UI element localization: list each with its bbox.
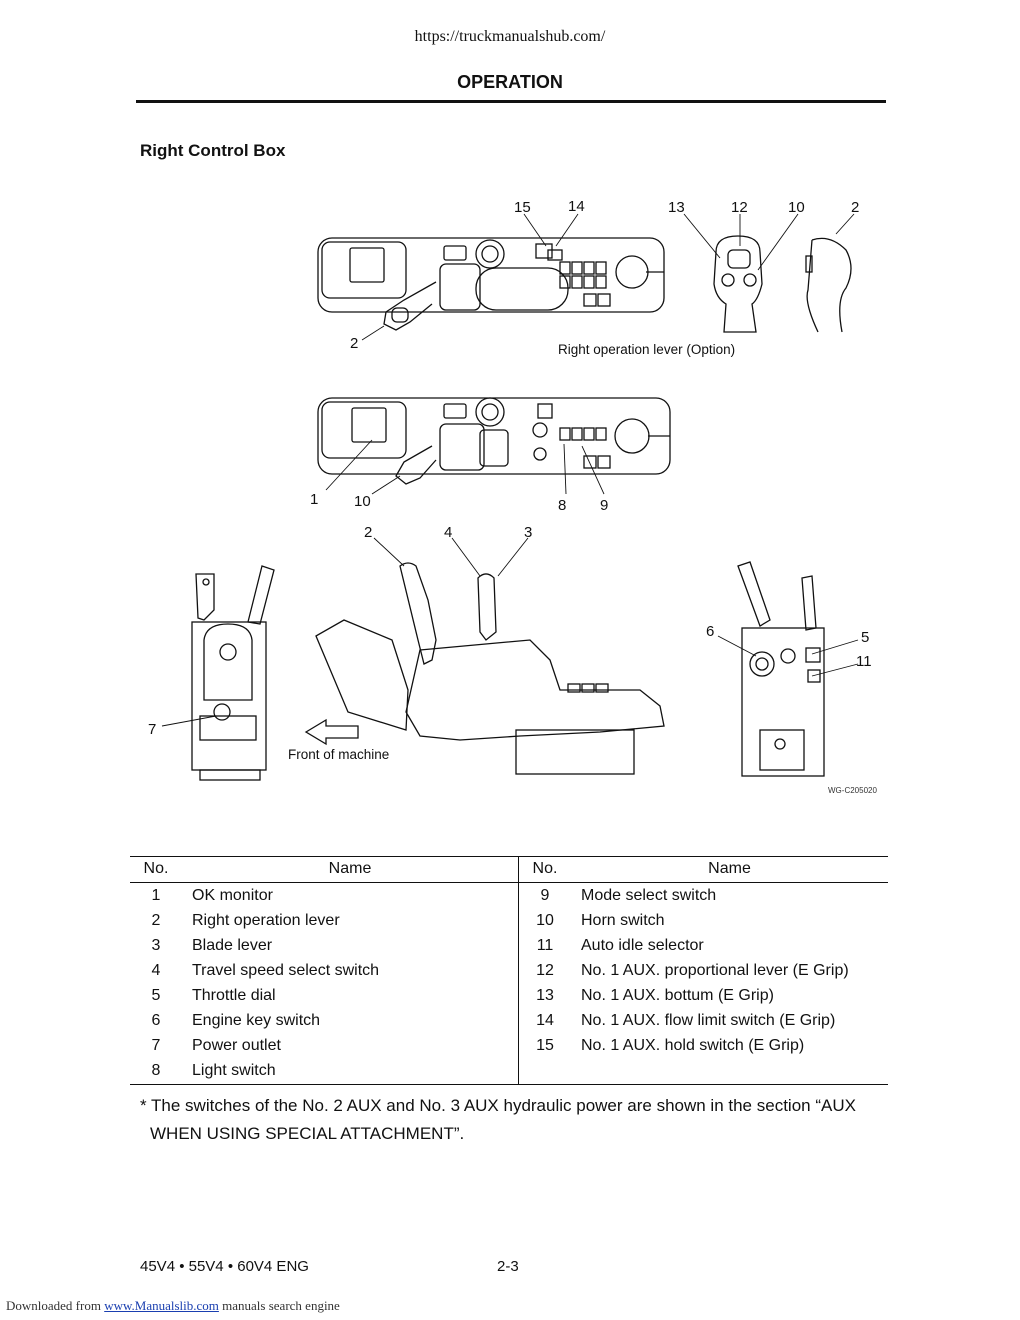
table-cell: Right operation lever [192,911,340,929]
table-cell: No. 1 AUX. bottum (E Grip) [581,986,774,1004]
table-cell: 9 [518,882,571,908]
table-cell: Light switch [182,1058,519,1085]
table-row: 1 OK monitor 9 Mode select switch [130,882,888,908]
table-cell: 4 [151,961,161,979]
callout-9: 9 [600,497,608,514]
footer-page-number: 2-3 [497,1258,519,1275]
header-no: No. [518,856,571,883]
table-row: 7 Power outlet 15 No. 1 AUX. hold switch (E… [130,1033,888,1058]
table-cell: No. 1 AUX. proportional lever (E Grip) [581,961,849,979]
table-cell [571,1058,888,1085]
callout-10: 10 [354,493,371,510]
callout-12: 12 [731,199,748,216]
option-lever-views [713,235,852,333]
header-no: No. [130,856,182,883]
callout-11: 11 [856,653,872,670]
table-cell: 3 [151,936,161,954]
figure-code: WG-C205020 [828,786,877,795]
control-box-center-side-view [315,562,665,775]
manualslib-link[interactable]: www.Manualslib.com [104,1298,219,1313]
table-cell: 10 [518,908,571,933]
download-suffix: manuals search engine [222,1298,340,1313]
table-cell: 14 [518,1008,571,1033]
table-cell: Mode select switch [581,886,717,904]
parts-table: No. Name No. Name 1 OK monitor 9 Mode selec… [130,856,888,1085]
callout-13: 13 [668,199,685,216]
page-subtitle: Right Control Box [140,141,286,160]
table-cell: Travel speed select switch [192,961,380,979]
control-box-left-side-view [191,565,275,781]
table-cell [518,1058,571,1085]
control-box-figure: 15 14 13 12 10 2 2 1 10 8 9 2 4 3 6 5 11… [148,198,877,795]
table-cell: 8 [130,1058,182,1085]
table-cell: Power outlet [192,1036,281,1054]
callout-8: 8 [558,497,566,514]
callout-5: 5 [861,629,869,646]
callout-7: 7 [148,721,156,738]
table-cell: 11 [518,933,571,958]
table-cell: Blade lever [192,936,273,954]
footnote-line-2: WHEN USING SPECIAL ATTACHMENT”. [150,1124,465,1143]
header-name: Name [182,856,519,883]
table-cell: 15 [518,1033,571,1058]
callout-10: 10 [788,199,805,216]
callout-2: 2 [364,524,372,541]
callout-3: 3 [524,524,532,541]
table-cell: 5 [151,986,161,1004]
table-cell: 6 [151,1011,161,1029]
footnote-line-1: * The switches of the No. 2 AUX and No. … [140,1096,856,1115]
footnote: * The switches of the No. 2 AUX and No. … [140,1092,880,1148]
control-box-right-side-view [737,561,825,777]
download-prefix: Downloaded from [6,1298,101,1313]
header-rule [136,100,886,103]
control-box-top-view-upper [317,237,665,331]
table-row: 3 Blade lever 11 Auto idle selector [130,933,888,958]
table-cell: No. 1 AUX. hold switch (E Grip) [581,1036,805,1054]
table-row: 4 Travel speed select switch 12 No. 1 AUX. … [130,958,888,983]
section-title: OPERATION [457,72,563,92]
callout-15: 15 [514,199,531,216]
table-cell: 12 [518,958,571,983]
table-cell: Horn switch [581,911,665,929]
table-cell: Engine key switch [192,1011,321,1029]
front-arrow-icon [304,718,359,746]
download-note: Downloaded from www.Manualslib.com manua… [6,1298,340,1314]
table-row: 2 Right operation lever 10 Horn switch [130,908,888,933]
footer-model: 45V4 • 55V4 • 60V4 ENG [140,1258,309,1275]
table-cell: 13 [518,983,571,1008]
callout-4: 4 [444,524,452,541]
callout-2: 2 [851,199,859,216]
table-cell: Throttle dial [192,986,276,1004]
table-cell: No. 1 AUX. flow limit switch (E Grip) [581,1011,836,1029]
header-name: Name [571,856,888,883]
table-cell: Auto idle selector [581,936,704,954]
table-cell: 1 [151,886,161,904]
table-row: 5 Throttle dial 13 No. 1 AUX. bottum (E Gri… [130,983,888,1008]
callout-1: 1 [310,491,318,508]
option-caption: Right operation lever (Option) [558,342,735,357]
callout-14: 14 [568,198,585,215]
table-cell: 7 [151,1036,161,1054]
table-row: 6 Engine key switch 14 No. 1 AUX. flow limi… [130,1008,888,1033]
front-label: Front of machine [288,747,389,762]
table-cell: 2 [151,911,161,929]
callout-2: 2 [350,335,358,352]
table-cell: OK monitor [192,886,273,904]
callout-6: 6 [706,623,714,640]
control-box-top-view-lower [317,397,671,485]
source-url: https://truckmanualshub.com/ [414,28,606,45]
